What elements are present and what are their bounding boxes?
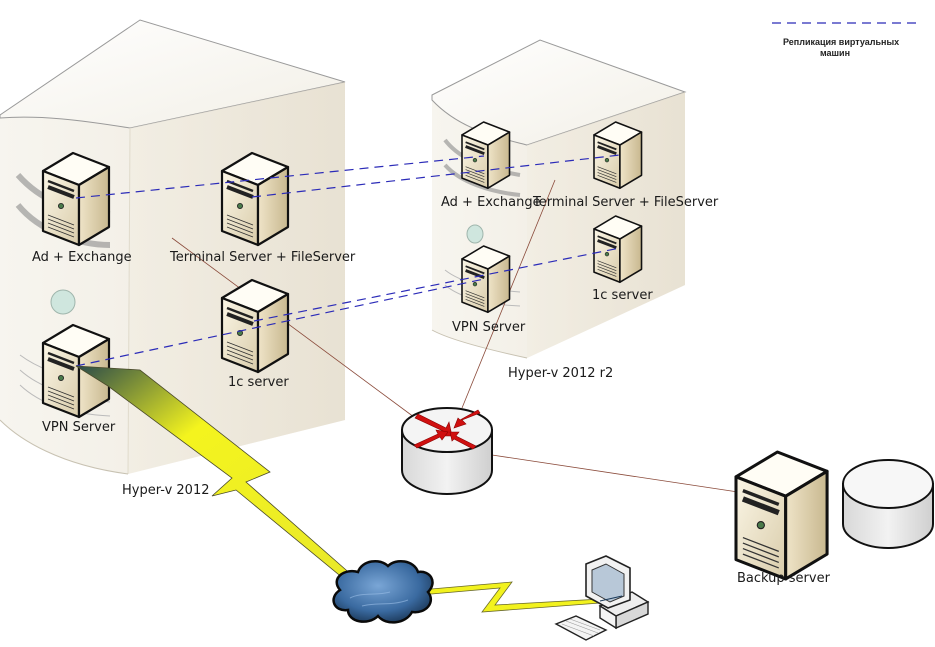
keyboard-icon (554, 615, 608, 641)
vm-label: Terminal Server + FileServer (532, 195, 719, 210)
lightning-cloud-to-pc (419, 581, 603, 613)
legend: Репликация виртуальных машин (772, 22, 922, 58)
server-icon (220, 151, 290, 247)
legend-text-line1: Репликация виртуальных (783, 37, 899, 47)
vm-label: VPN Server (452, 320, 526, 335)
server-icon (736, 452, 827, 579)
vm-1c-server-right[interactable]: 1c server (592, 214, 653, 303)
cloud-icon (332, 559, 434, 624)
backup-server-label: Backup server (737, 571, 831, 586)
vm-ad-exchange-left[interactable]: Ad + Exchange (32, 151, 132, 265)
host-left-label: Hyper-v 2012 (122, 483, 209, 498)
server-icon (460, 120, 511, 190)
vm-vpn-server-left[interactable]: VPN Server (41, 323, 116, 435)
vm-label: VPN Server (42, 420, 116, 435)
host-right-label: Hyper-v 2012 r2 (508, 366, 613, 381)
vm-label: 1c server (592, 288, 653, 303)
vm-terminal-fileserver-left[interactable]: Terminal Server + FileServer (169, 151, 356, 265)
replication-1c-server (253, 247, 621, 322)
replication-terminal-fileserver (251, 154, 621, 198)
replication-links (75, 154, 621, 367)
router[interactable] (401, 407, 493, 496)
server-icon (460, 244, 511, 314)
host-left-side (128, 82, 345, 474)
host-left-indicator (50, 289, 76, 315)
server-icon (41, 151, 111, 247)
link-host-left-router (171, 237, 419, 421)
host-right-indicator (466, 224, 484, 244)
vm-vpn-server-right[interactable]: VPN Server (452, 244, 526, 335)
replication-vpn-server (75, 278, 485, 367)
legend-text-line2: машин (820, 48, 850, 58)
replication-ad-exchange (75, 155, 485, 199)
server-icon (220, 278, 290, 374)
vm-label: Terminal Server + FileServer (169, 250, 356, 265)
server-icon (592, 214, 643, 284)
link-router-backup (491, 454, 739, 493)
storage-top (842, 459, 934, 509)
vm-label: 1c server (228, 375, 289, 390)
client-workstation[interactable] (554, 555, 650, 641)
backup-storage[interactable] (842, 459, 934, 550)
internet-cloud[interactable] (332, 559, 434, 624)
vm-ad-exchange-right[interactable]: Ad + Exchange (441, 120, 541, 210)
vm-terminal-fileserver-right[interactable]: Terminal Server + FileServer (532, 120, 719, 210)
vm-1c-server-left[interactable]: 1c server (220, 278, 290, 390)
vm-label: Ad + Exchange (441, 195, 541, 210)
vm-label: Ad + Exchange (32, 250, 132, 265)
router-arrows-icon (413, 409, 481, 450)
backup-server[interactable]: Backup server (736, 452, 831, 586)
